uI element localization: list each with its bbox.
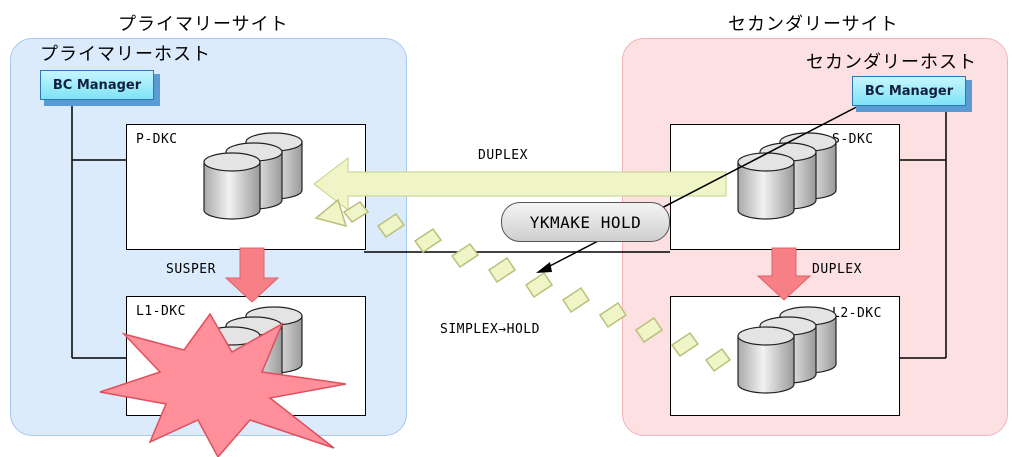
primary-host-label: プライマリーホスト [40,44,211,65]
secondary-bc-manager-label: BC Manager [852,76,966,106]
secondary-bc-manager: BC Manager [852,76,972,112]
primary-site-title: プライマリーサイト [118,14,289,35]
ykmake-hold-command: YKMAKE HOLD [501,202,670,242]
susper-label: SUSPER [166,262,216,277]
secondary-host-label: セカンダリーホスト [806,52,977,73]
l2-dkc-label: L2-DKC [832,306,882,321]
primary-bc-manager-label: BC Manager [40,70,154,100]
dashed-recovery-arrow [314,198,732,373]
secondary-site-title: セカンダリーサイト [728,14,899,35]
duplex-secondary-arrow [756,247,812,301]
susper-arrow [224,247,280,303]
duplex-copy-arrow [313,156,727,212]
failure-burst-icon [99,312,347,457]
primary-bc-manager: BC Manager [40,70,160,106]
duplex-right-label: DUPLEX [812,262,862,277]
p-dkc-label: P-DKC [136,132,178,147]
duplex-top-label: DUPLEX [478,148,528,163]
simplex-hold-label: SIMPLEX→HOLD [440,322,540,337]
l1-dkc-label: L1-DKC [136,304,186,319]
s-dkc-label: S-DKC [832,132,874,147]
